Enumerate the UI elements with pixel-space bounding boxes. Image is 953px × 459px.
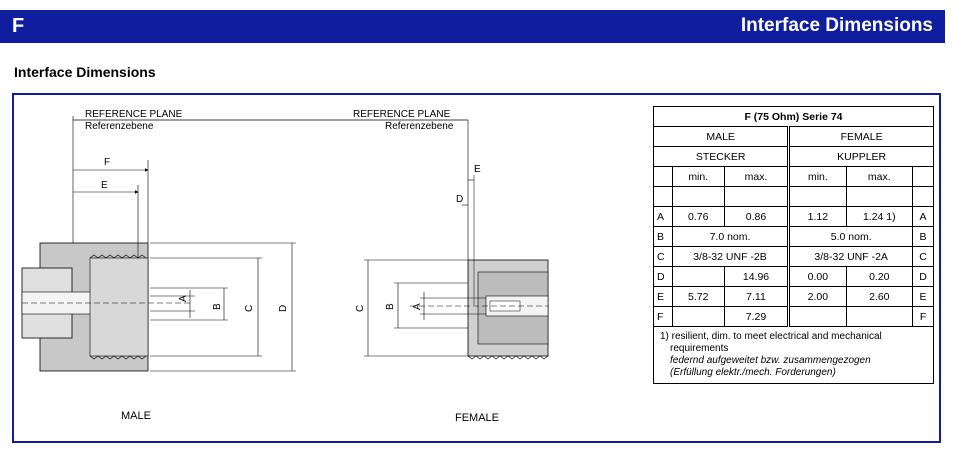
row-label-right: B <box>912 226 934 247</box>
dimension-table: F (75 Ohm) Serie 74 MALE FEMALE STECKER … <box>652 106 934 384</box>
col-male-min: min. <box>671 166 725 187</box>
table-row: A 0.76 0.86 1.12 1.24 1) A <box>653 206 934 227</box>
female-connector <box>410 259 549 360</box>
dim-label-b-male: B <box>212 303 223 310</box>
dim-label-f: F <box>104 157 110 168</box>
row-label: F <box>653 306 673 327</box>
dim-label-d-male: D <box>278 305 289 312</box>
cell-female-min: 1.12 <box>788 206 847 227</box>
cell-male-min: 5.72 <box>671 286 725 307</box>
note-line-2: requirements <box>670 343 729 354</box>
female-caption: FEMALE <box>455 412 500 424</box>
section-title: Interface Dimensions <box>14 64 156 80</box>
row-label: C <box>653 246 673 267</box>
row-label-right: C <box>912 246 934 267</box>
cell-male-span: 3/8-32 UNF -2B <box>671 246 791 267</box>
note-line-1: 1) resilient, dim. to meet electrical an… <box>660 331 882 342</box>
header-title: Interface Dimensions <box>740 15 933 36</box>
dim-label-b-female: B <box>385 303 396 310</box>
col-kuppler: KUPPLER <box>788 146 934 167</box>
ref-plane-label-female: REFERENCE PLANE <box>353 109 451 120</box>
dim-label-e-male: E <box>101 180 108 191</box>
footnote-ref: 1) <box>886 210 896 223</box>
row-label: A <box>653 206 673 227</box>
col-male-max: max. <box>723 166 791 187</box>
dim-label-c-male: C <box>244 305 255 312</box>
cell-male-span: 7.0 nom. <box>671 226 791 247</box>
dim-label-d-female: D <box>456 194 463 205</box>
header-bar: F Interface Dimensions <box>0 10 945 43</box>
cell-male-max: 7.29 <box>723 306 791 327</box>
row-label-right: E <box>912 286 934 307</box>
col-female: FEMALE <box>788 126 934 147</box>
cell-female-min: 2.00 <box>788 286 847 307</box>
row-label: E <box>653 286 673 307</box>
row-label-right: A <box>912 206 934 227</box>
cell-male-max: 14.96 <box>723 266 791 287</box>
col-female-min: min. <box>788 166 847 187</box>
table-row: C 3/8-32 UNF -2B 3/8-32 UNF -2A C <box>653 246 934 267</box>
row-label: D <box>653 266 673 287</box>
col-stecker: STECKER <box>652 146 791 167</box>
table-corner <box>653 166 673 187</box>
ref-plane-sub-male: Referenzebene <box>85 121 154 132</box>
cell-male-min <box>671 266 725 287</box>
dim-label-e-female: E <box>474 164 481 175</box>
dim-label-a-male: A <box>178 295 189 302</box>
spacer-cell <box>653 186 673 207</box>
note-line-4: (Erfüllung elektr./mech. Forderungen) <box>670 367 836 378</box>
cell-male-min <box>671 306 725 327</box>
cell-female-min: 0.00 <box>788 266 847 287</box>
table-note: 1) resilient, dim. to meet electrical an… <box>653 326 934 384</box>
note-line-3: federnd aufgeweitet bzw. zusammengezogen <box>670 355 871 366</box>
table-row: E 5.72 7.11 2.00 2.60 E <box>653 286 934 307</box>
cell-female-max: 0.20 <box>845 266 914 287</box>
dim-label-c-female: C <box>355 305 366 312</box>
table-row: F 7.29 F <box>653 306 934 327</box>
spacer-cell <box>671 186 725 207</box>
cell-male-max: 0.86 <box>723 206 791 227</box>
cell-female-max: 1.24 1) <box>845 206 914 227</box>
ref-plane-sub-female: Referenzebene <box>385 121 454 132</box>
spacer-cell <box>912 186 934 207</box>
interface-drawing: REFERENCE PLANE Referenzebene REFERENCE … <box>21 109 549 372</box>
table-title: F (75 Ohm) Serie 74 <box>653 106 934 127</box>
table-row: D 14.96 0.00 0.20 D <box>653 266 934 287</box>
row-label-right: F <box>912 306 934 327</box>
cell-female-min <box>788 306 847 327</box>
cell-female-max <box>845 306 914 327</box>
table-corner-right <box>912 166 934 187</box>
cell-female-span: 3/8-32 UNF -2A <box>788 246 914 267</box>
dim-label-a-female: A <box>412 303 423 310</box>
male-connector <box>21 242 190 372</box>
cell-female-span: 5.0 nom. <box>788 226 914 247</box>
spacer-cell <box>845 186 914 207</box>
col-male: MALE <box>652 126 791 147</box>
series-letter: F <box>12 15 25 37</box>
cell-male-max: 7.11 <box>723 286 791 307</box>
cell-male-min: 0.76 <box>671 206 725 227</box>
col-female-max: max. <box>845 166 914 187</box>
cell-female-max: 2.60 <box>845 286 914 307</box>
ref-plane-label-male: REFERENCE PLANE <box>85 109 183 120</box>
cell-value: 1.24 <box>862 210 884 223</box>
row-label: B <box>653 226 673 247</box>
spacer-cell <box>723 186 791 207</box>
spacer-cell <box>788 186 847 207</box>
table-row: B 7.0 nom. 5.0 nom. B <box>653 226 934 247</box>
row-label-right: D <box>912 266 934 287</box>
content-frame <box>12 93 941 443</box>
male-caption: MALE <box>121 410 151 422</box>
